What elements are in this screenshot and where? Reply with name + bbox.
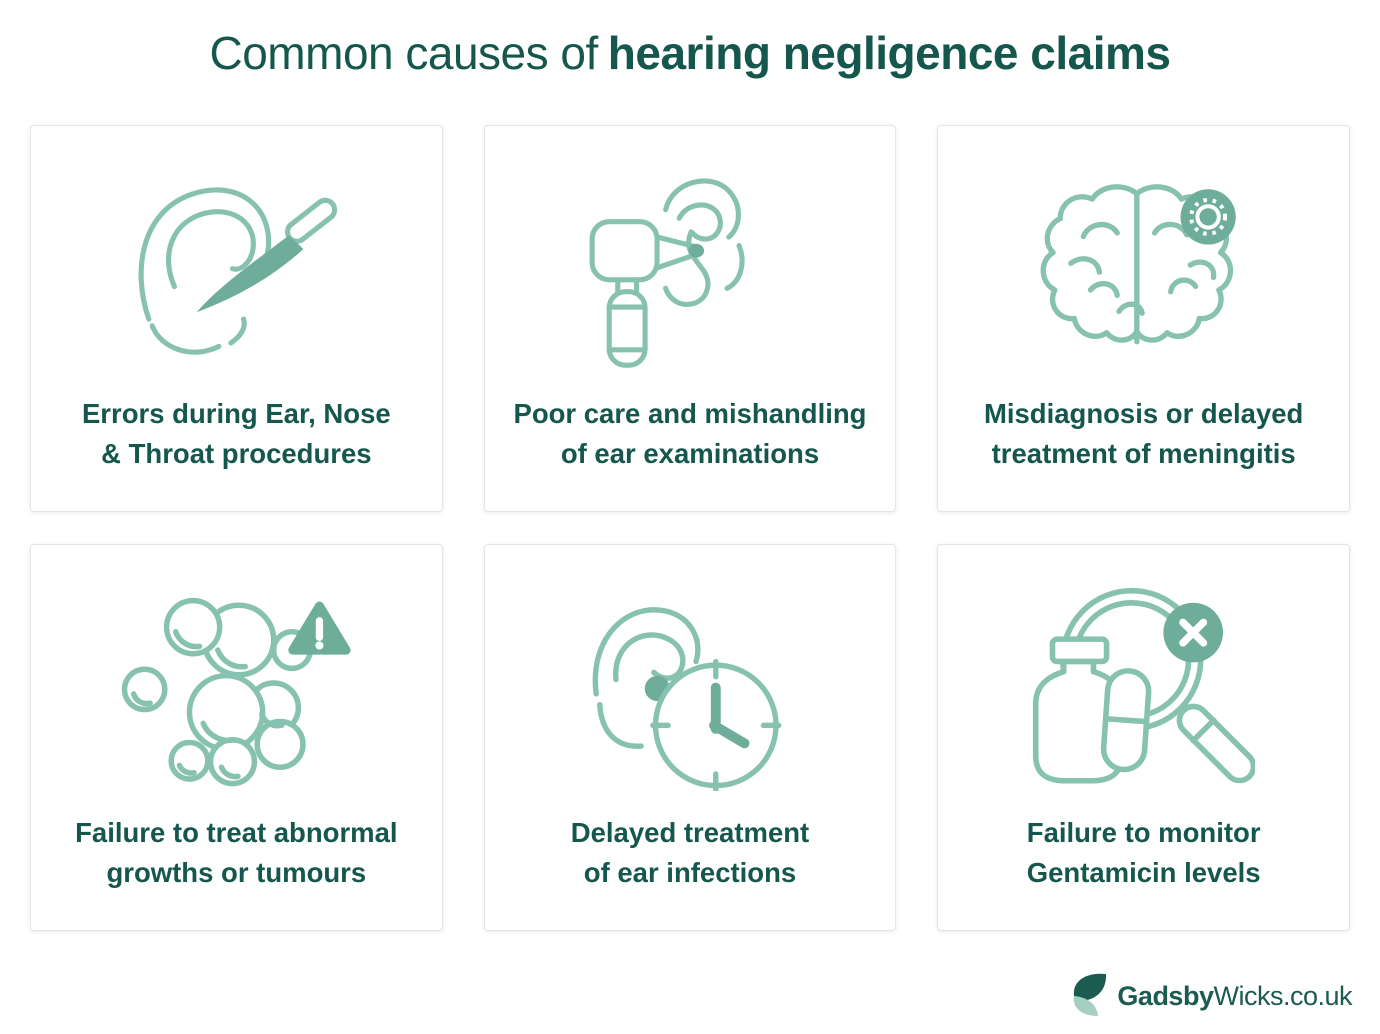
card-label: Errors during Ear, Nose & Throat procedu… [76,394,397,474]
card-label: Misdiagnosis or delayed treatment of men… [978,394,1309,474]
card-label: Poor care and mishandling of ear examina… [507,394,872,474]
card-label-line1: Failure to monitor [1026,817,1261,849]
card-label-line1: Failure to treat abnormal [75,817,398,849]
card-label-line2: growths or tumours [106,857,367,889]
medicine-magnifier-icon [1032,577,1256,799]
ear-clock-icon [589,577,790,799]
card-label-line2: of ear infections [583,857,797,889]
tumour-growths-warning-icon [119,577,353,799]
card-label: Failure to treat abnormal growths or tum… [69,813,403,893]
card-delayed-ear-infection-treatment: Delayed treatment of ear infections [483,544,897,932]
brand-text: GadsbyWicks.co.uk [1117,981,1352,1012]
infographic-page: { "title": { "prefix": "Common causes of… [0,26,1380,1034]
brain-virus-icon [1037,158,1251,380]
cards-grid: Errors during Ear, Nose & Throat procedu… [30,125,1350,932]
gadsbywicks-logo: GadsbyWicks.co.uk [1067,971,1352,1022]
leaf-logo-icon [1067,971,1109,1022]
card-meningitis-misdiagnosis: Misdiagnosis or delayed treatment of men… [937,125,1350,513]
card-label-line1: Misdiagnosis or delayed [983,398,1304,430]
card-label-line1: Delayed treatment [570,817,810,849]
card-label-line2: of ear examinations [560,438,820,470]
card-label-line2: & Throat procedures [101,438,372,470]
card-label-line1: Poor care and mishandling [513,398,867,430]
card-label: Delayed treatment of ear infections [565,813,815,893]
card-ear-exam-mishandling: Poor care and mishandling of ear examina… [483,125,897,513]
card-ent-procedure-errors: Errors during Ear, Nose & Throat procedu… [30,125,443,513]
ear-scalpel-icon [130,158,342,380]
brand-bold: Gadsby [1117,981,1214,1011]
card-label-line1: Errors during Ear, Nose [81,398,391,430]
card-label-line2: Gentamicin levels [1026,857,1261,889]
card-label-line2: treatment of meningitis [991,438,1296,470]
card-label: Failure to monitor Gentamicin levels [1021,813,1267,893]
otoscope-ear-icon [587,158,792,380]
brand-rest: Wicks.co.uk [1213,981,1352,1011]
card-untreated-growths: Failure to treat abnormal growths or tum… [30,544,443,932]
page-title-prefix: Common causes of [209,27,599,79]
card-gentamicin-monitoring: Failure to monitor Gentamicin levels [937,544,1350,932]
page-title-emphasis: hearing negligence claims [607,27,1171,79]
